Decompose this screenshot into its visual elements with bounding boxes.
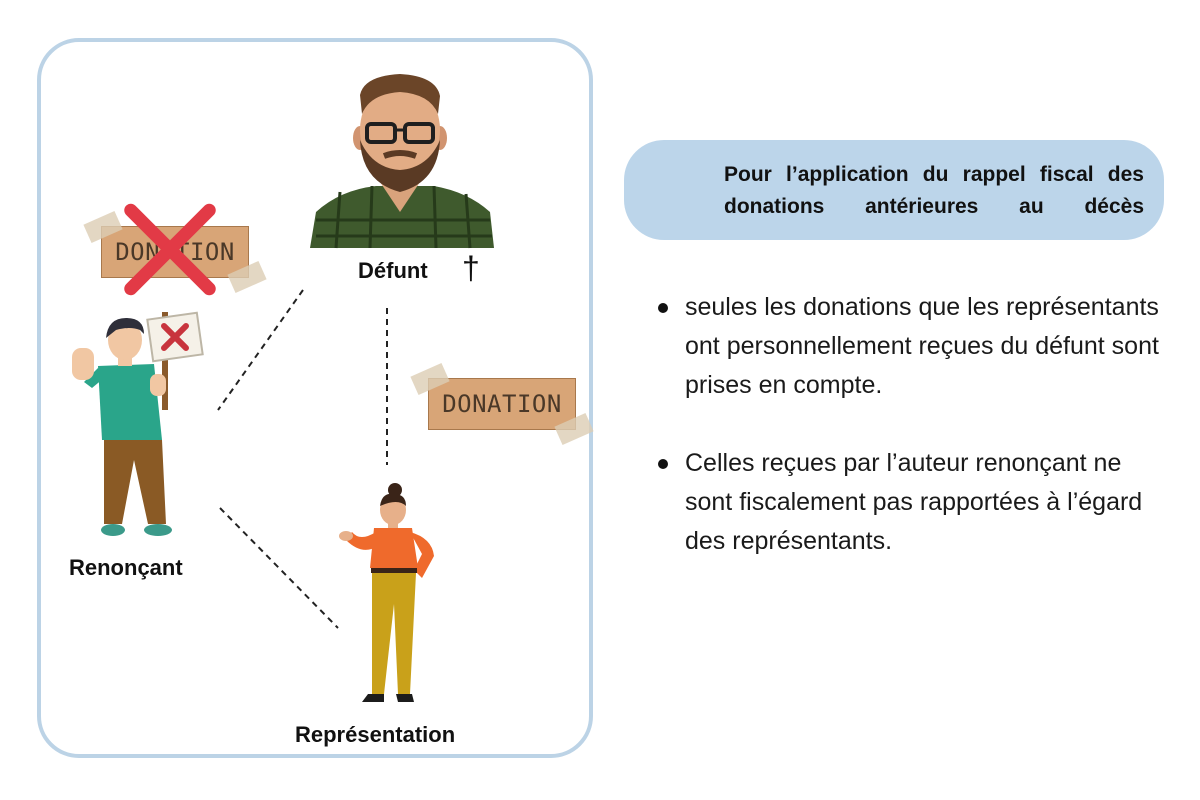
diagram-panel xyxy=(37,38,593,758)
connector-renoncant-representation xyxy=(219,507,339,629)
bullet-item: seules les donations que les représentan… xyxy=(655,288,1175,405)
bullet-list: seules les donations que les représentan… xyxy=(655,288,1175,561)
representation-figure xyxy=(339,483,434,702)
defunt-label: Défunt xyxy=(358,258,428,283)
renoncant-figure xyxy=(72,311,204,536)
renoncant-label: Renonçant xyxy=(69,555,183,580)
deceased-dagger-icon: † xyxy=(462,250,480,286)
defunt-portrait xyxy=(310,74,494,249)
bullet-item: Celles reçues par l’auteur renonçant ne … xyxy=(655,444,1175,561)
representation-label: Représentation xyxy=(295,722,456,747)
connector-defunt-renoncant xyxy=(217,289,304,411)
donation-tape: DONATION xyxy=(428,378,576,430)
banner-text: Pour l’application du rappel fiscal des … xyxy=(724,163,1144,218)
info-banner: Pour l’application du rappel fiscal des … xyxy=(624,140,1164,240)
crossed-out-icon xyxy=(118,198,222,302)
